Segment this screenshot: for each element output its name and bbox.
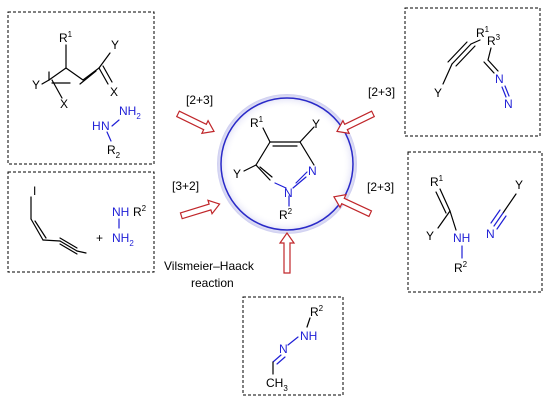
tr-r1-label: R1 [476, 25, 490, 40]
label-reaction-bottom-line1: Vilsmeier–Haack [164, 259, 255, 273]
pyrazole-highlight-glow [217, 94, 357, 234]
tr-r3-label: R3 [487, 33, 501, 48]
mr-nitrile-n-label: N [486, 227, 495, 241]
label-reaction-mid-right: [2+3] [367, 180, 394, 194]
tl-hn-label: H [92, 119, 101, 133]
tl-y-label-left: Y [32, 78, 40, 92]
mr-nitrile-y-label: Y [515, 178, 523, 192]
mr-r1-label: R1 [430, 174, 444, 189]
tl-x-label-left: X [60, 97, 68, 111]
mr-r2-label: R2 [454, 260, 468, 275]
reaction-arrow-mid-left [179, 199, 221, 220]
reaction-arrow-top-left [175, 110, 215, 135]
ml-nh2-label: NH2 [112, 231, 134, 248]
b-ch3-label: CH3 [266, 376, 288, 393]
tl-hn-n-label: N [101, 119, 110, 133]
b-r2-label: R2 [310, 304, 324, 319]
central-pyrazole: R1 Y Y N N R2 [217, 94, 357, 234]
dashed-box-mid-right [407, 151, 543, 293]
label-reaction-bottom-line2: reaction [191, 276, 234, 290]
tl-nh2-label: NH2 [119, 104, 141, 121]
ml-r2-label: R2 [133, 204, 147, 219]
ml-plus-sign: + [96, 231, 103, 245]
tr-diazo-n1-label: N [495, 72, 504, 86]
precursor-dicarbonyl-hydrazine: R1 Y X Y X H N NH2 R2 [7, 11, 155, 165]
pyrazole-r2-label: R2 [279, 207, 293, 222]
pyrazole-n1-label: N [284, 186, 293, 200]
reaction-arrow-bottom [278, 231, 296, 274]
tl-x-label-right: X [110, 85, 118, 99]
ml-nh-label: NH [112, 205, 129, 219]
tl-y-label-right: Y [111, 38, 119, 52]
pyrazole-highlight-circle [220, 97, 354, 231]
dashed-box-top-right [404, 7, 541, 137]
precursor-enamine-nitrile: R1 Y NH R2 Y N [407, 151, 543, 293]
reaction-arrow-mid-right [332, 193, 373, 218]
precursor-hydrazone: R2 NH N CH3 [242, 296, 344, 396]
label-reaction-top-left: [2+3] [186, 93, 213, 107]
tl-r2-label: R2 [107, 143, 121, 160]
precursor-iodoenyne-hydrazine: I + NH R2 NH2 [7, 171, 155, 273]
pyrazole-y-label-left: Y [233, 167, 241, 181]
dashed-box-top-left [7, 11, 155, 165]
b-nh-label: NH [300, 329, 317, 343]
label-reaction-top-right: [2+3] [368, 85, 395, 99]
ml-iodo-label: I [33, 184, 36, 198]
dashed-box-mid-left [7, 171, 155, 273]
tr-y-label: Y [434, 86, 442, 100]
tl-r1-label: R1 [59, 30, 73, 45]
dashed-box-bottom [242, 296, 344, 396]
pyrazole-y-label-right: Y [312, 117, 320, 131]
precursor-alkyne-diazo: R1 Y R3 N N [404, 7, 541, 137]
pyrazole-n2-label: N [308, 164, 317, 178]
tr-diazo-n2-label: N [504, 97, 513, 111]
mr-nh-label: NH [453, 231, 470, 245]
pyrazole-r1-label: R1 [250, 115, 264, 130]
b-n-label: N [279, 342, 288, 356]
label-reaction-mid-left: [3+2] [172, 179, 199, 193]
mr-y-label: Y [426, 229, 434, 243]
reaction-arrow-top-right [336, 110, 376, 135]
